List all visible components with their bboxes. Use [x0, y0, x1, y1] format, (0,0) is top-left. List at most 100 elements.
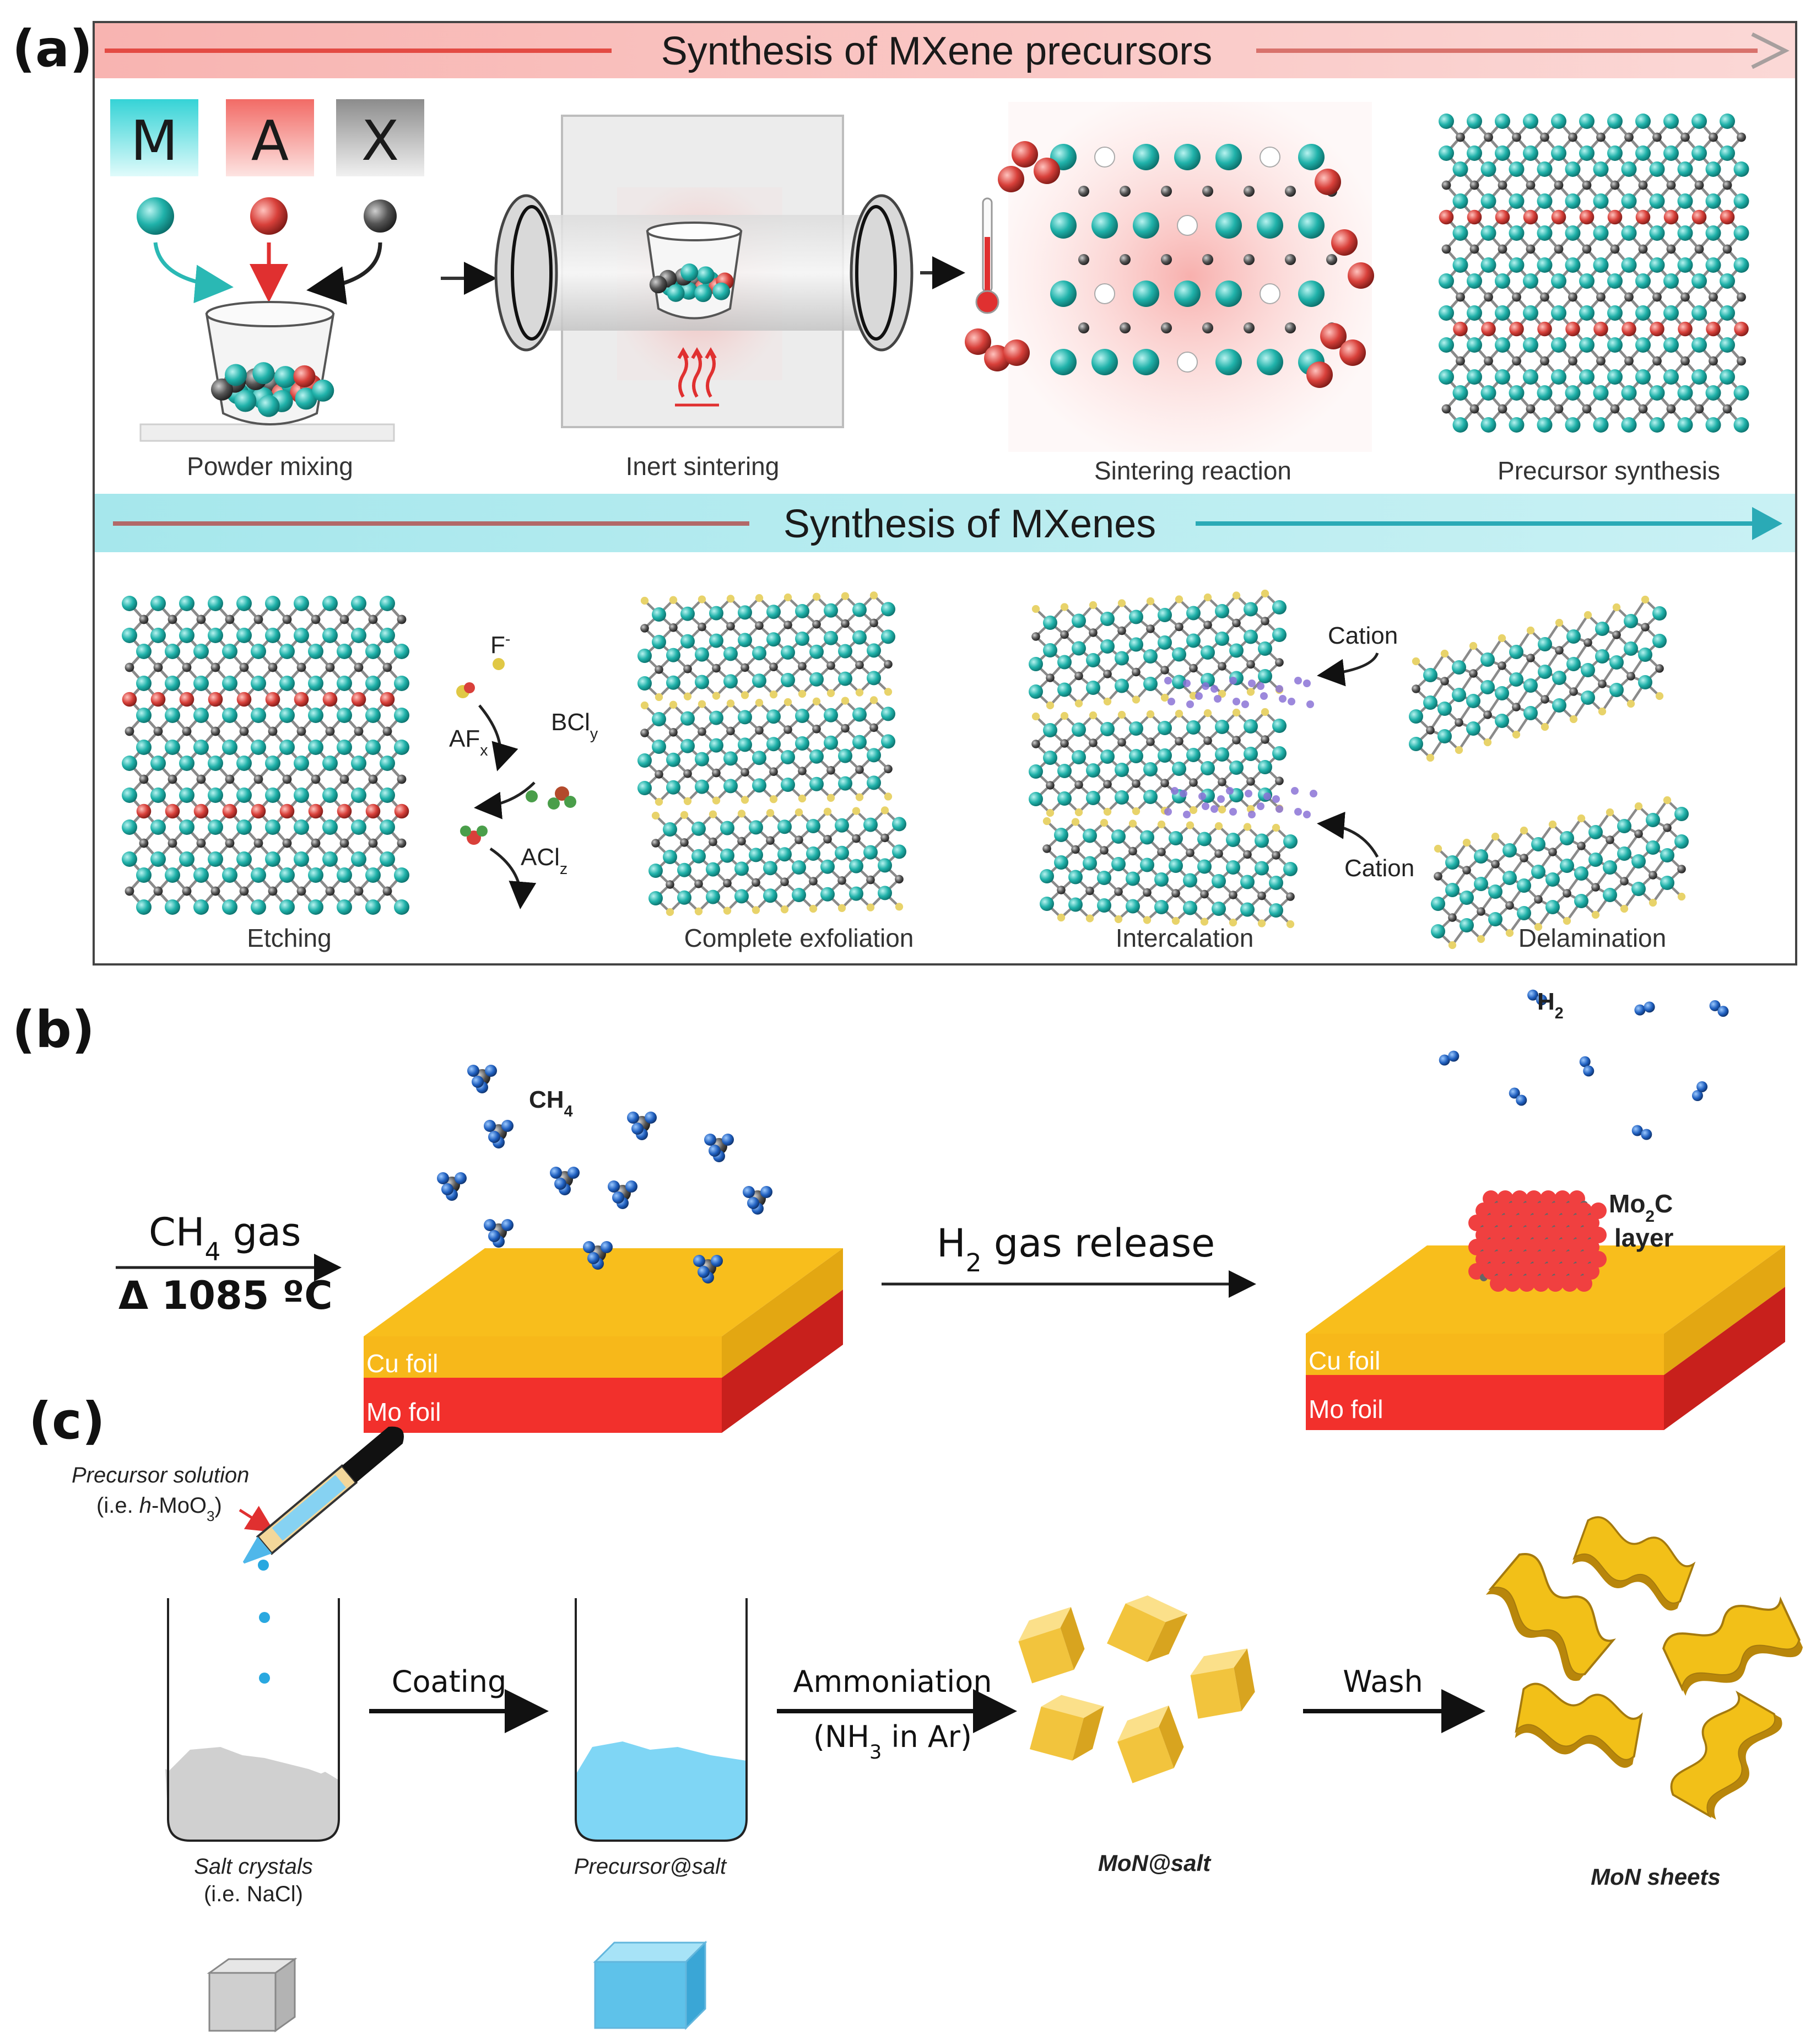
atom	[1240, 902, 1255, 917]
atom	[1663, 114, 1679, 129]
furnace-pile	[649, 263, 734, 303]
atom	[820, 887, 835, 902]
atom	[1733, 417, 1749, 433]
atom	[179, 851, 194, 867]
atom	[1186, 720, 1201, 735]
atom	[695, 752, 709, 767]
x-atom	[1120, 254, 1131, 265]
powder-particle	[696, 266, 715, 284]
a-atom	[250, 197, 288, 235]
atom	[239, 726, 249, 736]
atom	[208, 628, 223, 643]
atom	[769, 662, 778, 671]
cation	[1288, 698, 1295, 705]
atom	[296, 726, 306, 736]
atom	[1593, 161, 1609, 177]
m-atom	[1133, 144, 1159, 170]
atom	[1412, 657, 1420, 666]
atom	[1040, 869, 1054, 883]
cation	[1241, 700, 1249, 708]
atom	[1581, 691, 1595, 705]
ammoniation-condition-label: (NH3 in Ar)	[813, 1719, 972, 1763]
atom	[368, 838, 378, 848]
atom	[1474, 849, 1488, 864]
atom	[852, 807, 861, 815]
atom	[677, 890, 691, 905]
atom	[1143, 762, 1158, 776]
atom	[1610, 404, 1620, 414]
atom	[652, 740, 666, 754]
atom	[1620, 877, 1629, 886]
atom	[279, 708, 295, 723]
atom	[165, 676, 180, 691]
atom	[394, 740, 409, 755]
mo-atom	[1590, 1202, 1607, 1219]
atom	[1189, 806, 1198, 815]
atom	[1214, 849, 1223, 858]
atom	[1568, 356, 1577, 366]
atom	[1607, 337, 1623, 353]
atom	[669, 728, 678, 737]
atom	[122, 851, 137, 867]
atom	[652, 607, 666, 622]
intercalation-sheets	[1029, 589, 1317, 929]
atom	[781, 750, 795, 764]
atom	[1568, 292, 1577, 302]
m-atom	[1133, 281, 1159, 307]
a-atom	[1306, 362, 1333, 388]
atom	[1526, 626, 1535, 635]
mo-foil-label-left: Mo foil	[366, 1398, 441, 1426]
atom	[337, 899, 352, 915]
m-atom	[1050, 349, 1077, 375]
slab-atoms	[1439, 114, 1749, 433]
atom	[1593, 417, 1609, 433]
atom	[712, 664, 721, 673]
caption-delamination: Delamination	[1518, 924, 1666, 952]
atom	[895, 903, 904, 911]
atom	[749, 848, 763, 862]
atom	[1551, 369, 1566, 385]
atom	[652, 635, 666, 649]
atom	[1551, 273, 1566, 289]
atom	[1649, 225, 1665, 241]
wash-label: Wash	[1343, 1664, 1423, 1699]
atom	[1448, 913, 1457, 922]
atom	[1158, 748, 1172, 763]
x-atom	[364, 199, 397, 233]
atom	[253, 614, 263, 624]
atom	[239, 662, 249, 672]
atom	[136, 740, 152, 755]
atom	[268, 886, 278, 896]
atom	[823, 807, 832, 816]
atom	[838, 776, 852, 791]
atom	[1720, 305, 1735, 321]
atom	[863, 845, 878, 860]
atom	[1680, 132, 1690, 142]
atom	[1660, 848, 1674, 862]
atom	[1663, 337, 1679, 353]
atom	[1582, 180, 1592, 190]
cation	[1291, 787, 1299, 795]
atom	[777, 847, 792, 862]
atom	[1089, 628, 1098, 637]
m-atom	[1174, 144, 1201, 170]
atom	[1666, 404, 1676, 414]
atom	[741, 768, 749, 777]
atom	[1512, 703, 1521, 711]
atom	[698, 700, 706, 708]
atom	[1244, 602, 1258, 617]
mon-salt-cubes	[1018, 1595, 1255, 1783]
atom	[1655, 692, 1664, 700]
atom	[824, 630, 838, 645]
atom	[637, 676, 652, 691]
hydrogen-atom	[698, 1266, 710, 1278]
atom	[225, 838, 235, 848]
atom	[1086, 681, 1100, 695]
ch4-molecules	[437, 1065, 772, 1283]
atom	[1552, 698, 1566, 713]
ammoniation-label: Ammoniation	[793, 1664, 992, 1699]
atom	[253, 774, 263, 784]
atom	[852, 707, 867, 722]
atom	[1214, 822, 1223, 830]
delamination-sheets	[1409, 595, 1689, 950]
